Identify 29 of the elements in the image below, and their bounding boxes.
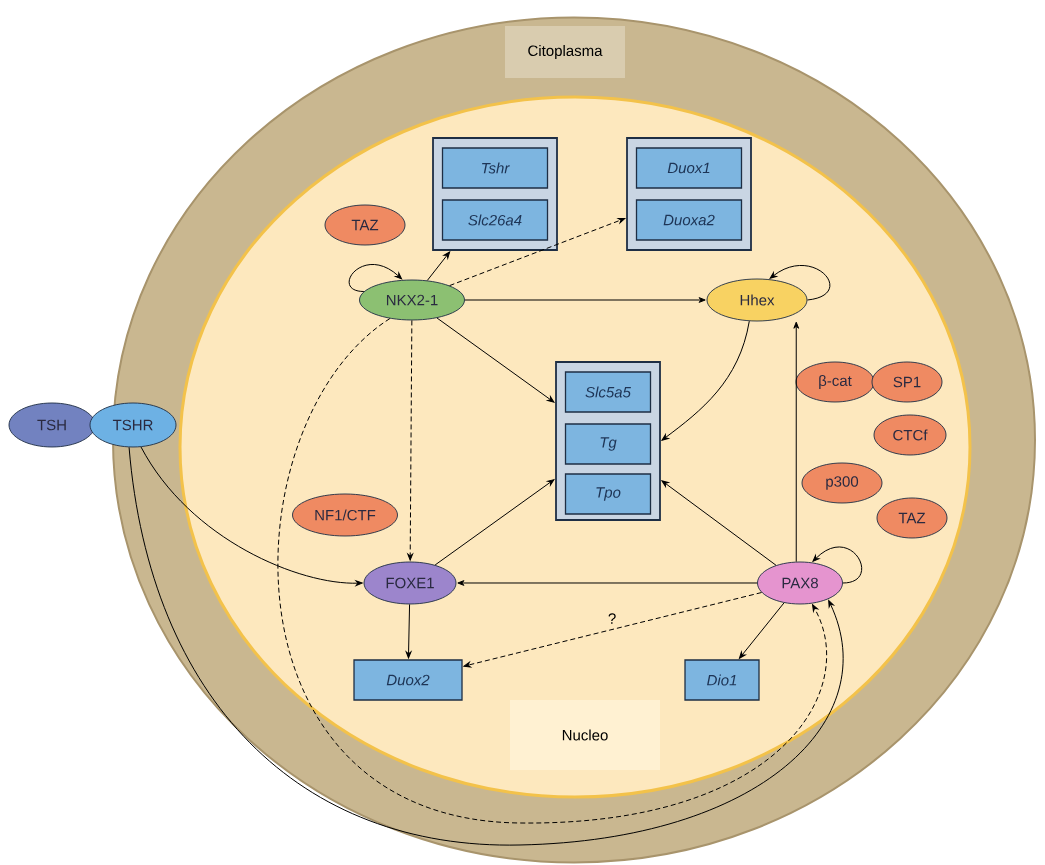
arrow bbox=[426, 251, 451, 281]
gene-box: Duoxa2 bbox=[635, 199, 743, 241]
gene-box: Duox1 bbox=[635, 147, 743, 189]
arrow bbox=[769, 265, 831, 301]
dashed-arrow bbox=[407, 319, 414, 561]
arrow bbox=[405, 603, 412, 659]
arrow bbox=[812, 546, 863, 584]
arrow bbox=[738, 602, 785, 659]
arrow bbox=[140, 446, 363, 587]
gene-box: Dio1 bbox=[684, 659, 760, 701]
dashed-arrow bbox=[463, 592, 762, 668]
gene-box: Tg bbox=[564, 423, 652, 465]
arrow bbox=[464, 297, 706, 303]
dashed-arrow bbox=[277, 318, 828, 824]
gene-box: Slc26a4 bbox=[441, 199, 549, 241]
gene-box: Duox2 bbox=[353, 659, 463, 701]
arrow bbox=[128, 446, 844, 846]
gene-box: Tshr bbox=[441, 147, 549, 189]
arrow bbox=[661, 320, 750, 441]
arrow bbox=[348, 263, 403, 292]
arrow bbox=[436, 317, 555, 403]
edge-label: ? bbox=[606, 611, 618, 626]
arrow bbox=[457, 580, 758, 586]
gene-box: Slc5a5 bbox=[564, 371, 652, 413]
arrow bbox=[793, 321, 800, 563]
gene-box: Tpo bbox=[564, 473, 652, 515]
dashed-arrow bbox=[449, 217, 626, 287]
arrow bbox=[434, 479, 555, 566]
arrow bbox=[661, 480, 777, 566]
